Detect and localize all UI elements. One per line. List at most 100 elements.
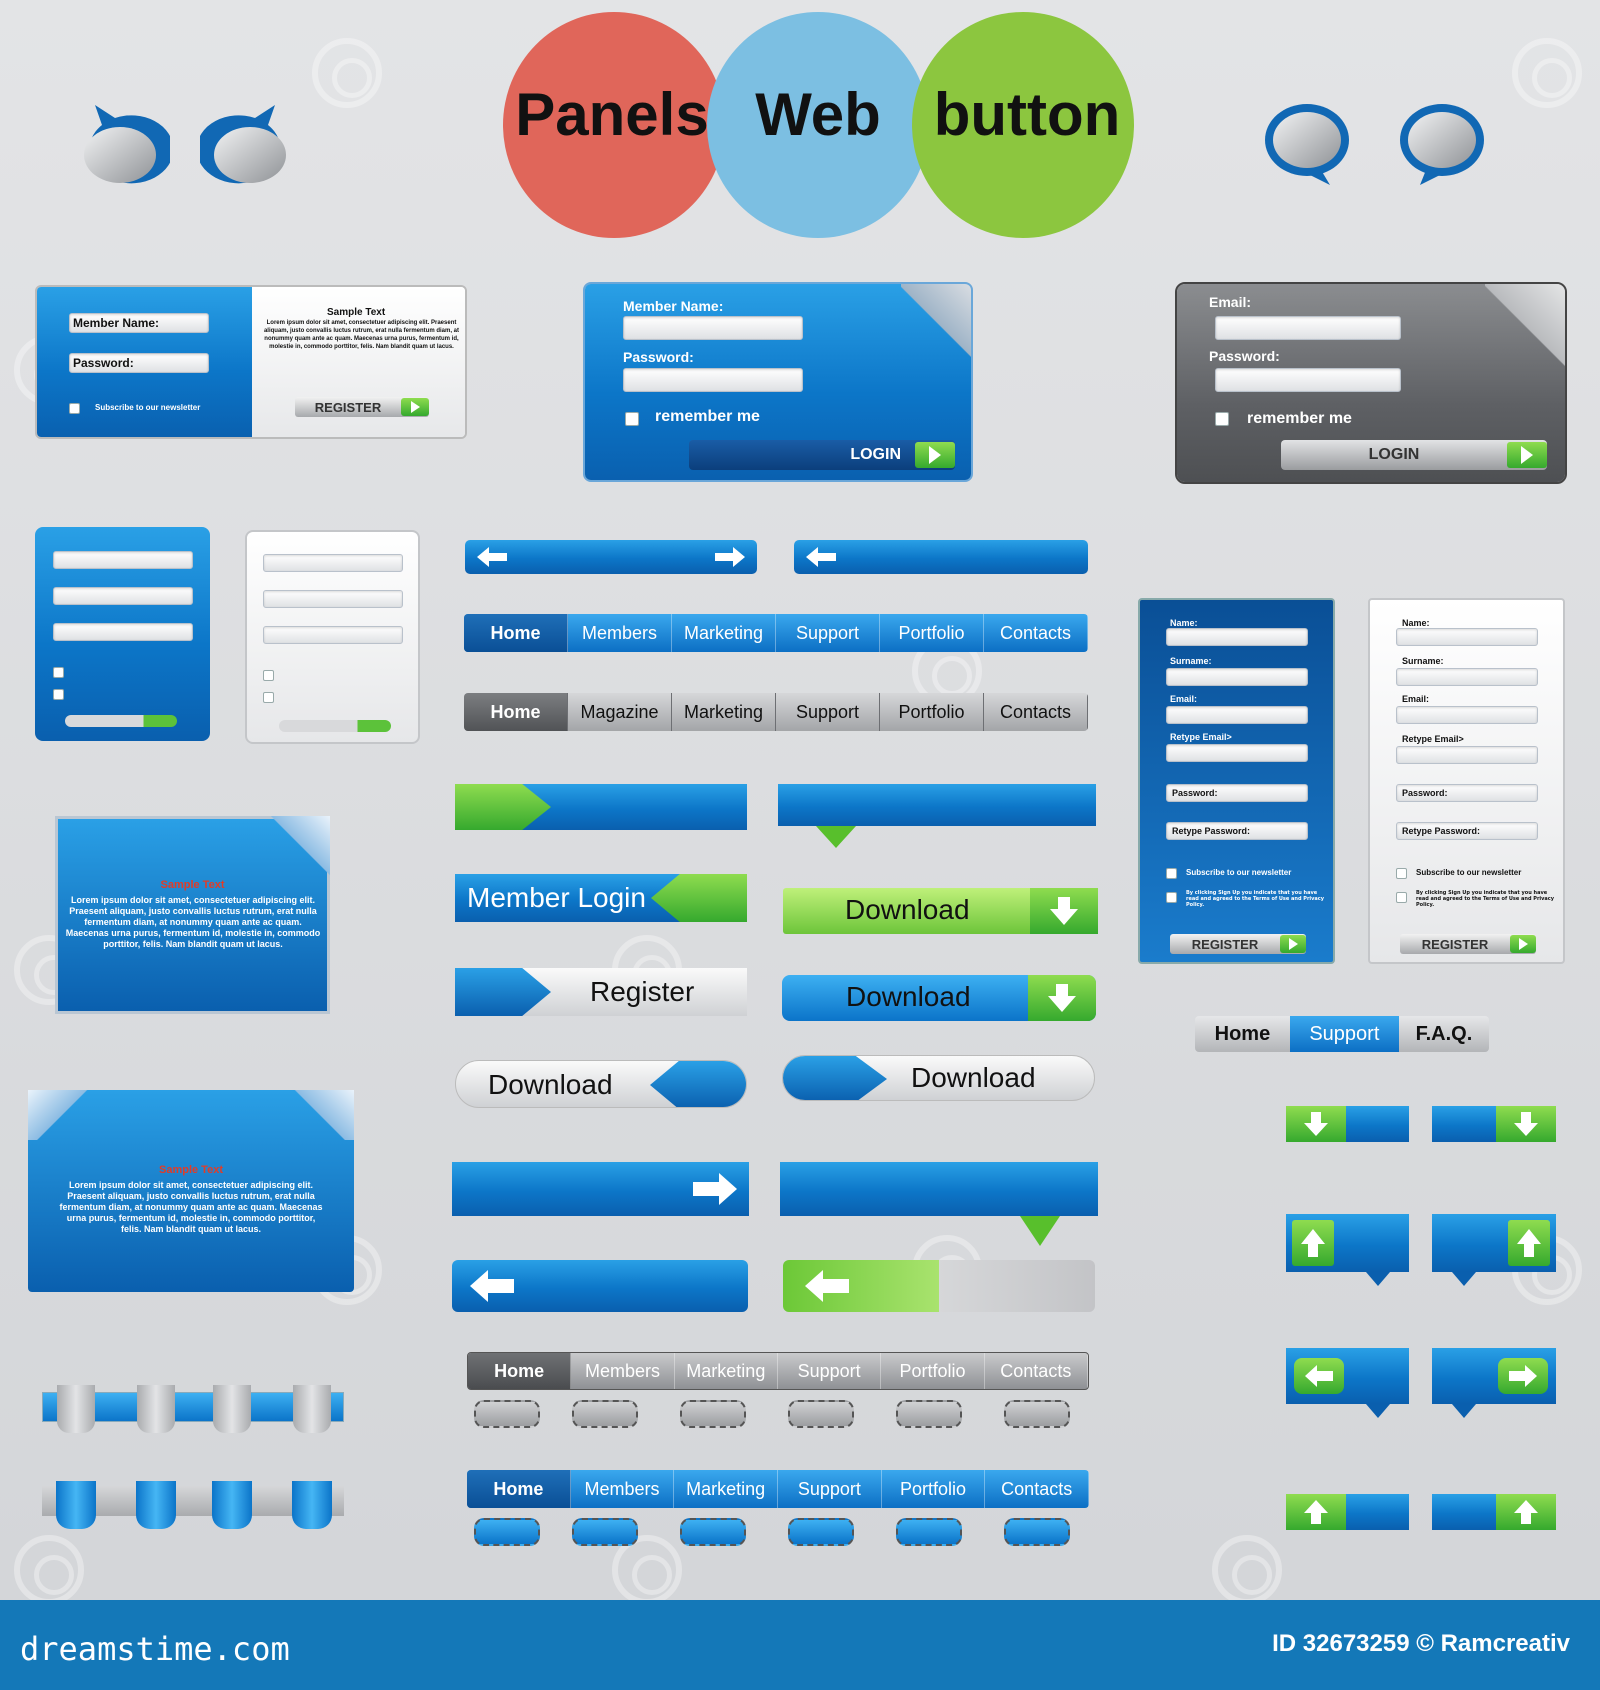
email-field[interactable]	[1396, 706, 1538, 724]
nav-item-portfolio[interactable]: Portfolio	[882, 1470, 986, 1508]
arrow-bar-left[interactable]	[452, 1260, 748, 1312]
submenu-pill[interactable]	[896, 1400, 962, 1428]
submenu-pill[interactable]	[572, 1400, 638, 1428]
password-field[interactable]	[1396, 784, 1538, 802]
arrow-bar-right[interactable]	[452, 1162, 749, 1216]
email-field[interactable]	[1166, 706, 1308, 724]
retype-email-field[interactable]	[1396, 746, 1538, 764]
slider-tab[interactable]	[137, 1385, 175, 1433]
mini-field[interactable]	[263, 626, 403, 644]
slider-tab[interactable]	[293, 1385, 331, 1433]
nav-item-home[interactable]: Home	[1195, 1016, 1290, 1052]
terms-checkbox[interactable]	[1396, 892, 1407, 903]
nav-item-magazine[interactable]: Magazine	[568, 693, 672, 731]
download-button-green[interactable]: Download	[783, 888, 1098, 934]
register-button-large[interactable]: Register	[455, 968, 747, 1016]
slider-bar-left-right[interactable]	[465, 540, 757, 574]
email-field[interactable]	[1215, 316, 1401, 340]
register-button[interactable]: REGISTER	[1170, 934, 1306, 954]
login-button[interactable]: LOGIN	[1281, 440, 1547, 470]
submenu-pill[interactable]	[788, 1518, 854, 1546]
mini-checkbox[interactable]	[263, 670, 274, 681]
submenu-pill[interactable]	[1004, 1400, 1070, 1428]
left-arrow-tooltip-button[interactable]	[1286, 1348, 1409, 1422]
register-button[interactable]: REGISTER	[1400, 934, 1536, 954]
slider-tab[interactable]	[57, 1385, 95, 1433]
submenu-pill[interactable]	[680, 1518, 746, 1546]
newsletter-checkbox[interactable]	[69, 403, 80, 414]
nav-item-marketing[interactable]: Marketing	[672, 614, 776, 652]
mini-field[interactable]	[263, 590, 403, 608]
password-field[interactable]	[623, 368, 803, 392]
submenu-pill[interactable]	[788, 1400, 854, 1428]
nav-item-support[interactable]: Support	[778, 1470, 882, 1508]
mini-submit-button[interactable]	[279, 720, 391, 732]
nav-item-support[interactable]: Support	[778, 1353, 882, 1389]
nav-item-portfolio[interactable]: Portfolio	[881, 1353, 985, 1389]
nav-item-contacts[interactable]: Contacts	[984, 693, 1088, 731]
nav-item-home[interactable]: Home	[467, 1470, 571, 1508]
nav-item-home[interactable]: Home	[464, 614, 568, 652]
newsletter-checkbox[interactable]	[1166, 868, 1177, 879]
password-field[interactable]	[69, 353, 209, 373]
nav-item-members[interactable]: Members	[568, 614, 672, 652]
nav-item-contacts[interactable]: Contacts	[985, 1470, 1089, 1508]
mini-checkbox[interactable]	[263, 692, 274, 703]
member-name-field[interactable]	[623, 316, 803, 340]
download-button-blue[interactable]: Download	[782, 975, 1096, 1021]
nav-item-marketing[interactable]: Marketing	[672, 693, 776, 731]
login-button[interactable]: LOGIN	[689, 440, 955, 470]
nav-item-contacts[interactable]: Contacts	[984, 614, 1088, 652]
retype-password-field[interactable]	[1396, 822, 1538, 840]
ribbon-bar-green-arrow[interactable]	[455, 784, 747, 830]
nav-item-support[interactable]: Support	[1289, 1016, 1399, 1052]
down-arrow-button[interactable]	[1432, 1106, 1556, 1142]
nav-item-support[interactable]: Support	[776, 614, 880, 652]
up-arrow-tooltip-button[interactable]	[1432, 1214, 1556, 1288]
mini-field[interactable]	[53, 587, 193, 605]
retype-password-field[interactable]	[1166, 822, 1308, 840]
mini-field[interactable]	[53, 623, 193, 641]
nav-item-marketing[interactable]: Marketing	[674, 1470, 779, 1508]
submenu-pill[interactable]	[896, 1518, 962, 1546]
up-arrow-tooltip-button[interactable]	[1286, 1214, 1409, 1288]
download-pill-white[interactable]: Download	[455, 1060, 747, 1108]
slider-tab[interactable]	[213, 1385, 251, 1433]
surname-field[interactable]	[1396, 668, 1538, 686]
submenu-pill[interactable]	[1004, 1518, 1070, 1546]
password-field[interactable]	[1166, 784, 1308, 802]
up-arrow-button[interactable]	[1432, 1494, 1556, 1530]
mini-field[interactable]	[53, 551, 193, 569]
progress-bar-green[interactable]	[783, 1260, 1095, 1312]
submenu-pill[interactable]	[572, 1518, 638, 1546]
nav-item-home[interactable]: Home	[464, 693, 568, 731]
submenu-pill[interactable]	[474, 1400, 540, 1428]
nav-item-support[interactable]: Support	[776, 693, 880, 731]
ribbon-bar-dropdown[interactable]	[778, 784, 1096, 826]
member-login-button[interactable]: Member Login	[455, 874, 747, 922]
nav-item-portfolio[interactable]: Portfolio	[880, 693, 984, 731]
nav-item-marketing[interactable]: Marketing	[675, 1353, 778, 1389]
nav-item-members[interactable]: Members	[571, 1353, 675, 1389]
name-field[interactable]	[1396, 628, 1538, 646]
register-button[interactable]: REGISTER	[295, 397, 429, 417]
mini-submit-button[interactable]	[65, 715, 177, 727]
surname-field[interactable]	[1166, 668, 1308, 686]
password-field[interactable]	[1215, 368, 1401, 392]
submenu-pill[interactable]	[474, 1518, 540, 1546]
nav-item-faq[interactable]: F.A.Q.	[1398, 1016, 1489, 1052]
down-arrow-button[interactable]	[1286, 1106, 1409, 1142]
slider-tab[interactable]	[292, 1481, 332, 1529]
slider-tab[interactable]	[136, 1481, 176, 1529]
newsletter-checkbox[interactable]	[1396, 868, 1407, 879]
remember-me-checkbox[interactable]	[625, 412, 639, 426]
remember-me-checkbox[interactable]	[1215, 412, 1229, 426]
slider-tab[interactable]	[56, 1481, 96, 1529]
member-name-field[interactable]	[69, 313, 209, 333]
tab-slider-blue[interactable]	[42, 1385, 344, 1433]
up-arrow-button[interactable]	[1286, 1494, 1409, 1530]
terms-checkbox[interactable]	[1166, 892, 1177, 903]
name-field[interactable]	[1166, 628, 1308, 646]
mini-checkbox[interactable]	[53, 689, 64, 700]
right-arrow-tooltip-button[interactable]	[1432, 1348, 1556, 1422]
